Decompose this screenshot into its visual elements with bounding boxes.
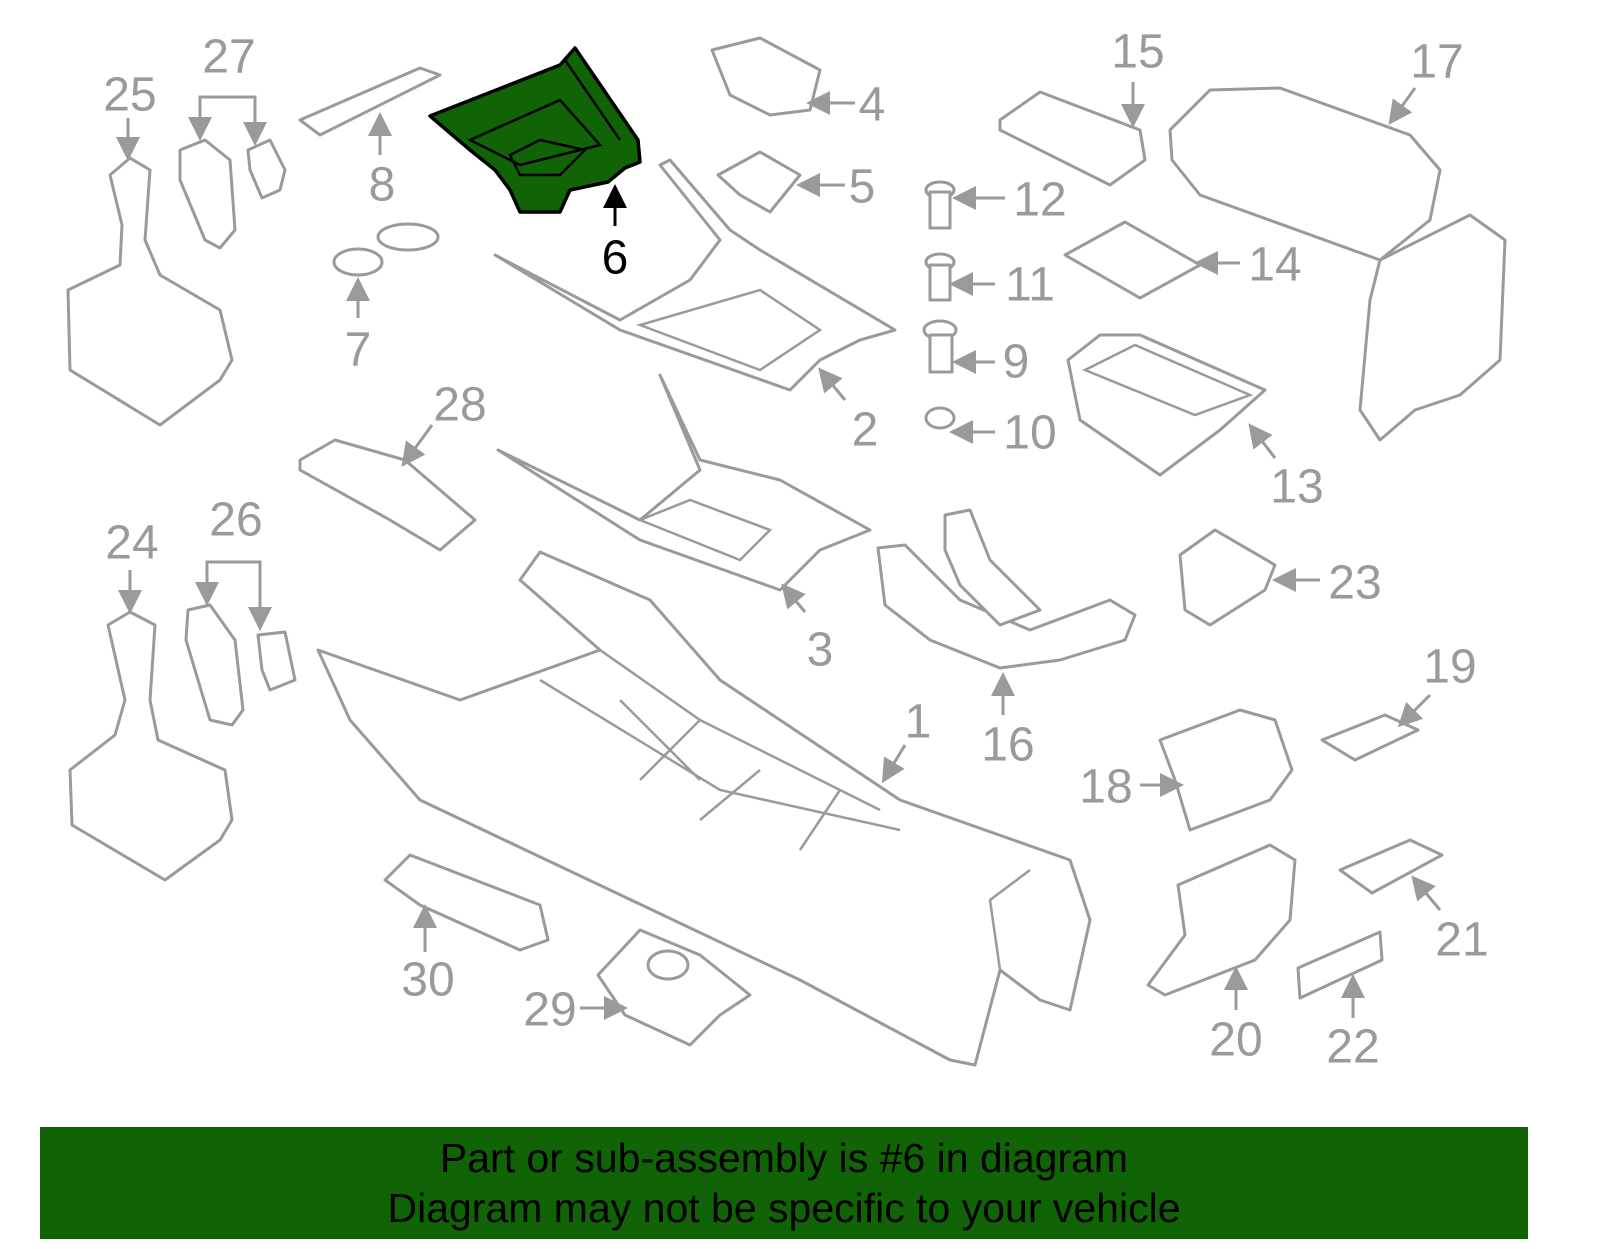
part-22[interactable]: [1296, 930, 1384, 1000]
callout-26[interactable]: 26: [209, 494, 262, 547]
part-30[interactable]: [383, 853, 550, 952]
part-1-center-console[interactable]: [316, 550, 1092, 1067]
part-2-trim[interactable]: [493, 158, 897, 392]
callout-4[interactable]: 4: [859, 79, 886, 132]
callout-3[interactable]: 3: [807, 624, 834, 677]
part-6-highlighted[interactable]: [428, 46, 642, 214]
callout-16[interactable]: 16: [981, 719, 1034, 772]
leader-lines: [116, 82, 1442, 1020]
part-3-trim[interactable]: [496, 373, 872, 592]
callout-8[interactable]: 8: [369, 159, 396, 212]
callout-23[interactable]: 23: [1328, 557, 1381, 610]
callout-5[interactable]: 5: [849, 161, 876, 214]
part-11[interactable]: [924, 252, 956, 302]
part-13[interactable]: [1066, 333, 1267, 477]
callout-labels: 1 2 3 4 5 6 7 8 9 10 11 12 13 14 15 16 1…: [103, 26, 1488, 1074]
part-21[interactable]: [1338, 838, 1444, 895]
callout-29[interactable]: 29: [523, 984, 576, 1037]
callout-12[interactable]: 12: [1013, 174, 1066, 227]
callout-20[interactable]: 20: [1209, 1014, 1262, 1067]
callout-22[interactable]: 22: [1326, 1021, 1379, 1074]
callout-6[interactable]: 6: [602, 232, 629, 285]
callout-30[interactable]: 30: [401, 954, 454, 1007]
callout-9[interactable]: 9: [1003, 336, 1030, 389]
callout-10[interactable]: 10: [1003, 407, 1056, 460]
callout-17[interactable]: 17: [1410, 36, 1463, 89]
part-8[interactable]: [298, 66, 442, 137]
part-28[interactable]: [298, 438, 477, 552]
callout-13[interactable]: 13: [1270, 461, 1323, 514]
part-19[interactable]: [1320, 713, 1420, 762]
part-15[interactable]: [998, 90, 1147, 187]
callout-11[interactable]: 11: [1005, 259, 1055, 312]
callout-27[interactable]: 27: [202, 31, 255, 84]
part-27[interactable]: [178, 138, 287, 250]
callout-18[interactable]: 18: [1079, 761, 1132, 814]
banner-line-2: Diagram may not be specific to your vehi…: [387, 1185, 1181, 1231]
callout-28[interactable]: 28: [433, 379, 486, 432]
info-banner: Part or sub-assembly is #6 in diagram Di…: [40, 1127, 1528, 1239]
part-23[interactable]: [1178, 528, 1277, 627]
part-16[interactable]: [876, 508, 1137, 670]
part-4[interactable]: [710, 36, 822, 117]
callout-14[interactable]: 14: [1248, 239, 1301, 292]
part-24-shifter[interactable]: [68, 610, 234, 882]
part-14[interactable]: [1063, 220, 1202, 300]
part-29[interactable]: [596, 928, 752, 1047]
callout-24[interactable]: 24: [105, 517, 158, 570]
callout-2[interactable]: 2: [852, 404, 879, 457]
part-17-armrest[interactable]: [1168, 86, 1507, 442]
part-10[interactable]: [924, 406, 956, 430]
part-25-shifter[interactable]: [66, 156, 234, 427]
part-20[interactable]: [1146, 843, 1297, 997]
part-18[interactable]: [1158, 708, 1294, 832]
part-9[interactable]: [922, 319, 958, 374]
part-5[interactable]: [716, 150, 802, 214]
part-7[interactable]: [332, 222, 440, 277]
callout-15[interactable]: 15: [1111, 26, 1164, 79]
callout-1[interactable]: 1: [905, 696, 932, 749]
callout-21[interactable]: 21: [1435, 914, 1488, 967]
part-12[interactable]: [924, 180, 956, 230]
callout-19[interactable]: 19: [1423, 641, 1476, 694]
callout-7[interactable]: 7: [345, 324, 372, 377]
callout-25[interactable]: 25: [103, 69, 156, 122]
banner-line-1: Part or sub-assembly is #6 in diagram: [439, 1135, 1129, 1181]
part-26[interactable]: [184, 603, 297, 727]
